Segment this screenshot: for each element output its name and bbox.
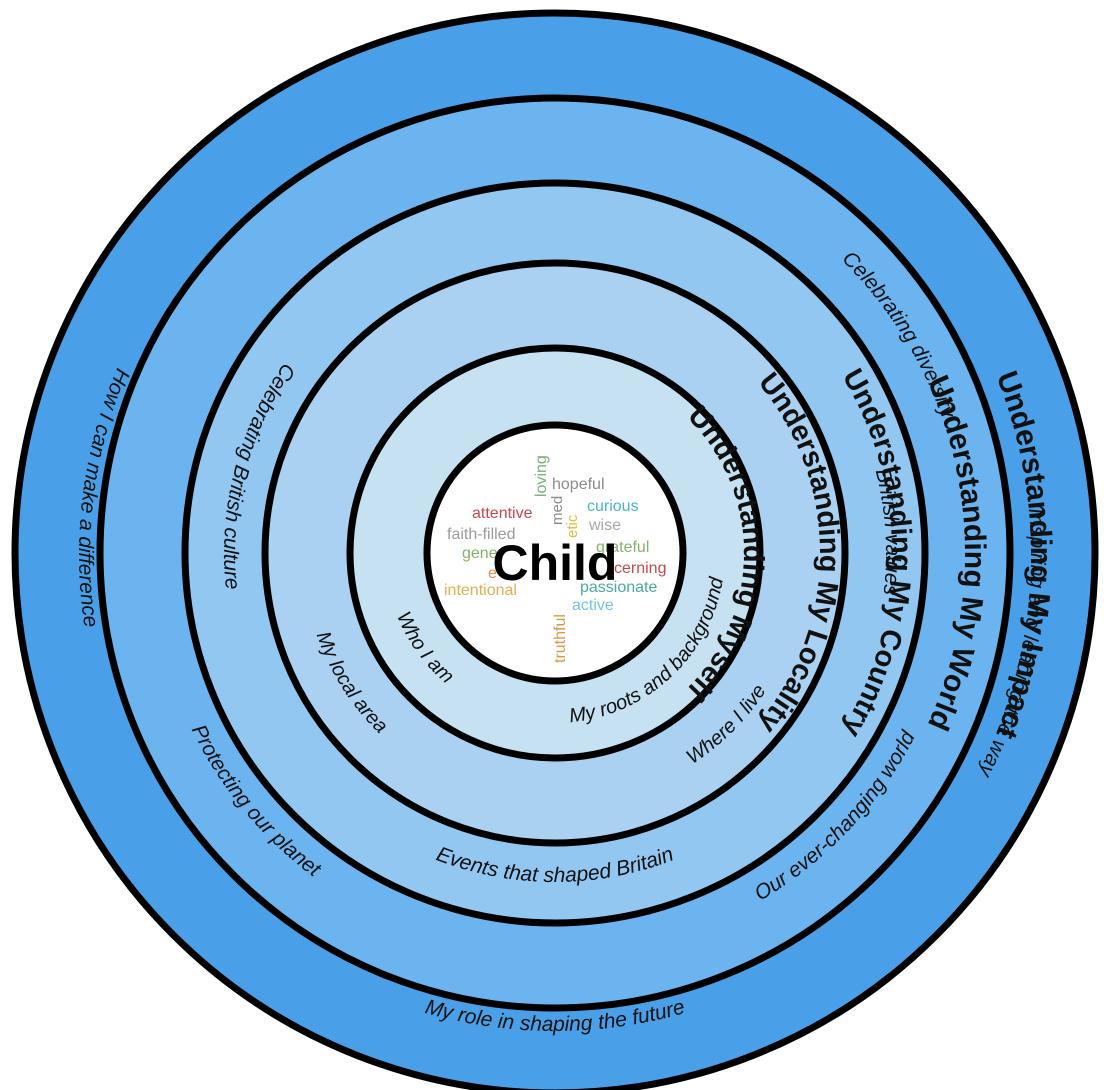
cloud-word: etic (564, 514, 581, 538)
cloud-word: intentional (444, 582, 517, 599)
cloud-word: curious (587, 498, 639, 515)
cloud-word: truthful (552, 614, 569, 663)
cloud-word: faith-filled (447, 526, 515, 543)
cloud-word: passionate (580, 579, 657, 596)
cloud-word: med (549, 496, 566, 525)
cloud-word: loving (533, 455, 550, 497)
cloud-word: e (488, 565, 497, 582)
cloud-word: active (572, 597, 614, 614)
cloud-word: wise (588, 517, 621, 534)
cloud-word: grateful (596, 539, 649, 556)
cloud-word: gene (462, 545, 498, 562)
cloud-word: hopeful (552, 476, 605, 493)
word-cloud: loving hopeful attentive med etic curiou… (444, 455, 666, 663)
child-label: Child (493, 535, 618, 591)
cloud-word: cerning (614, 560, 666, 577)
center-circle (423, 421, 687, 685)
cloud-word: attentive (472, 505, 533, 522)
